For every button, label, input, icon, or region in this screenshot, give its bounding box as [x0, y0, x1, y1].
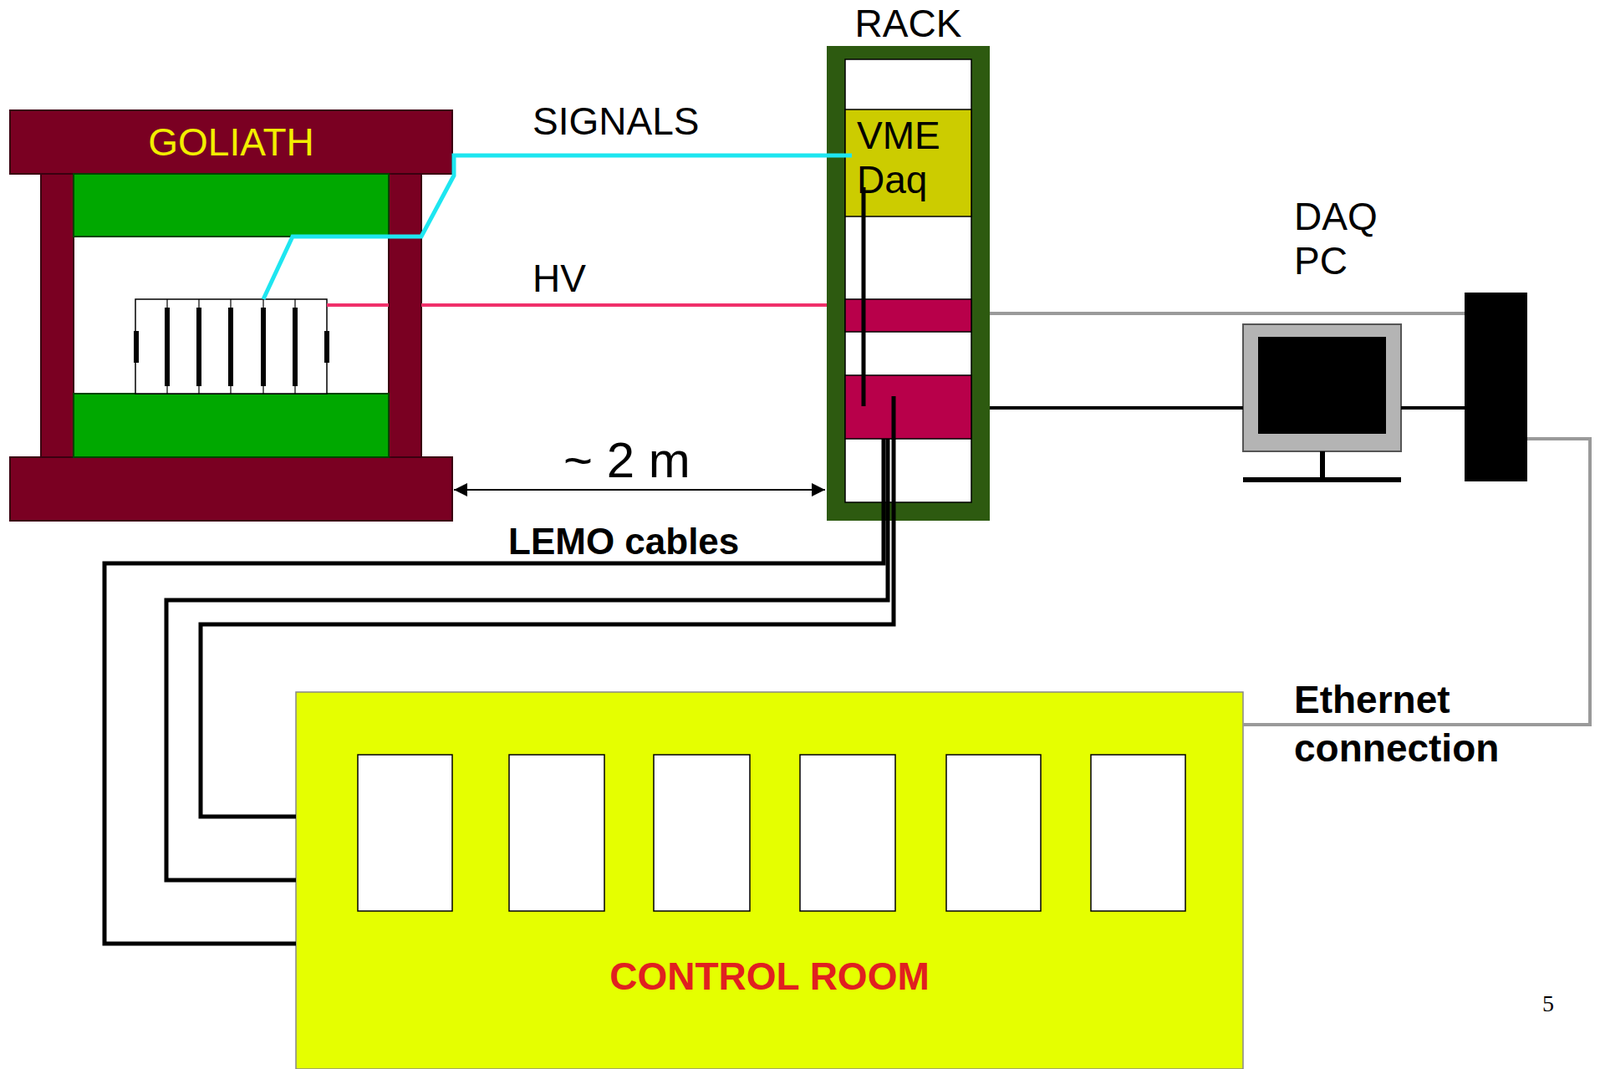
- node-text: GOLIATH: [10, 110, 453, 165]
- control-panel: [1090, 754, 1186, 912]
- rack: RACKVME Daq: [826, 45, 990, 521]
- detector: [133, 299, 330, 394]
- connector: [421, 305, 827, 306]
- monitor-bezel: [1243, 324, 1402, 452]
- connector-line: [166, 438, 888, 881]
- monitor-cable: [1401, 406, 1465, 410]
- cable-label: LEMO cables: [504, 523, 743, 561]
- pole-piece: [73, 173, 389, 237]
- rack-frame: [826, 45, 990, 521]
- connector-line: [421, 303, 827, 307]
- pc-tower: [1464, 292, 1528, 482]
- node-text: CONTROL ROOM: [295, 692, 1244, 999]
- rack-inner: [845, 59, 972, 503]
- signal-label: HV: [532, 256, 586, 301]
- rack-internal-cable: [891, 396, 897, 440]
- control-panel: [509, 754, 605, 912]
- monitor-stand: [1319, 451, 1325, 480]
- control-panel: [653, 754, 750, 912]
- magnet-pillar: [40, 173, 74, 458]
- connector-line: [989, 406, 1244, 410]
- node-text: DAQ PC: [1294, 194, 1412, 284]
- control-panel: [946, 754, 1041, 912]
- hv-wire: [326, 303, 389, 307]
- dimension-label: ~ 2 m: [563, 431, 691, 490]
- magnet-top-bar: [10, 110, 453, 174]
- vme-crate: [845, 109, 972, 217]
- control-room: CONTROL ROOM: [295, 692, 1244, 1069]
- connector-line: [104, 438, 884, 944]
- connector-line: [989, 311, 1465, 316]
- control-room: [295, 692, 1244, 1069]
- page-number: 5: [1542, 990, 1555, 1018]
- connector: [989, 313, 1465, 408]
- monitor-base: [1243, 477, 1402, 483]
- control-panel: [357, 754, 453, 912]
- magnet-pillar: [388, 173, 422, 458]
- monitor-screen: [1258, 336, 1386, 434]
- pole-piece: [73, 393, 389, 458]
- magnet-bottom-bar: [10, 457, 453, 521]
- daq-pc: DAQ PC: [1243, 324, 1402, 452]
- control-panel: [800, 754, 896, 912]
- connector-line: [200, 438, 894, 817]
- node-text: RACK: [826, 1, 990, 46]
- connector: [104, 438, 894, 944]
- node-text: VME Daq: [845, 109, 958, 203]
- connection-label: Ethernet connection: [1294, 676, 1545, 773]
- dimension-arrow: [453, 489, 826, 491]
- rack-internal-cable: [861, 187, 867, 407]
- magnet-yoke: GOLIATH: [10, 110, 453, 174]
- vme-daq-crate: VME Daq: [845, 109, 972, 217]
- signal-label: SIGNALS: [532, 99, 699, 144]
